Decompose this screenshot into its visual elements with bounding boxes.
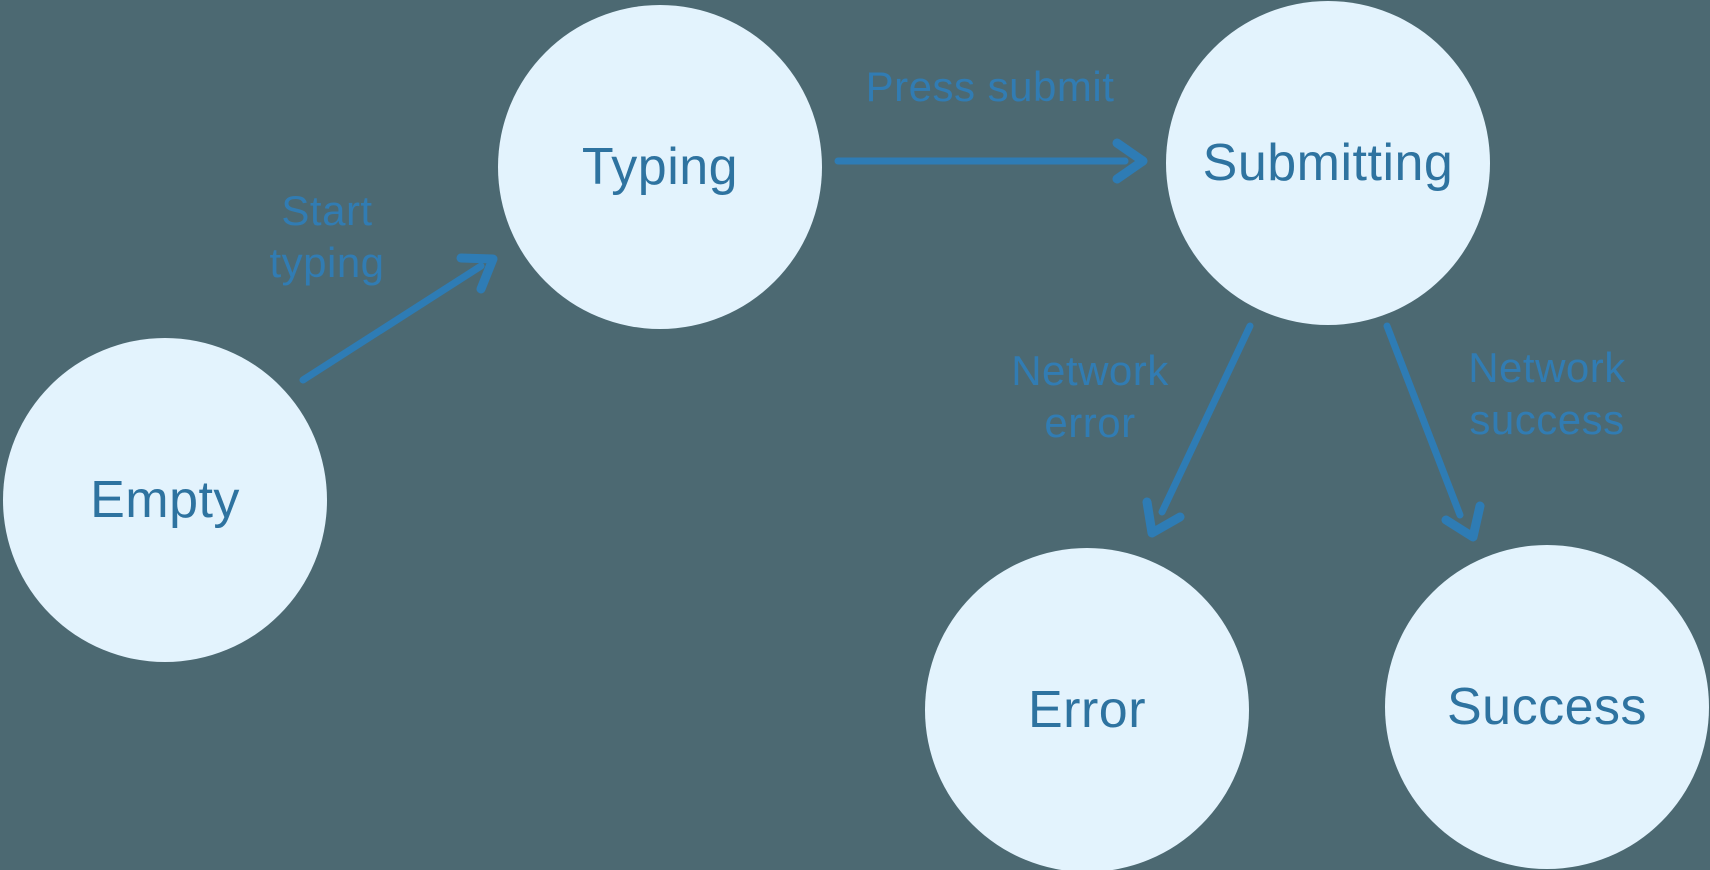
state-node-empty: Empty bbox=[3, 338, 327, 662]
edge-label-press-submit: Press submit bbox=[865, 63, 1115, 110]
state-label-typing: Typing bbox=[581, 138, 739, 196]
state-label-error: Error bbox=[1027, 681, 1147, 739]
state-node-error: Error bbox=[925, 548, 1249, 870]
edge-label-network-error: Network error bbox=[1011, 347, 1169, 446]
state-label-empty: Empty bbox=[90, 471, 240, 529]
state-node-typing: Typing bbox=[498, 5, 822, 329]
edge-arrow-typing-submitting bbox=[834, 138, 1148, 184]
state-node-success: Success bbox=[1385, 545, 1709, 869]
state-label-submitting: Submitting bbox=[1202, 134, 1454, 192]
state-node-submitting: Submitting bbox=[1166, 1, 1490, 325]
edge-label-start-typing: Start typing bbox=[269, 187, 385, 286]
edge-arrow-submitting-success bbox=[1383, 322, 1485, 542]
state-label-success: Success bbox=[1446, 678, 1648, 736]
edge-label-network-success: Network success bbox=[1468, 344, 1626, 443]
